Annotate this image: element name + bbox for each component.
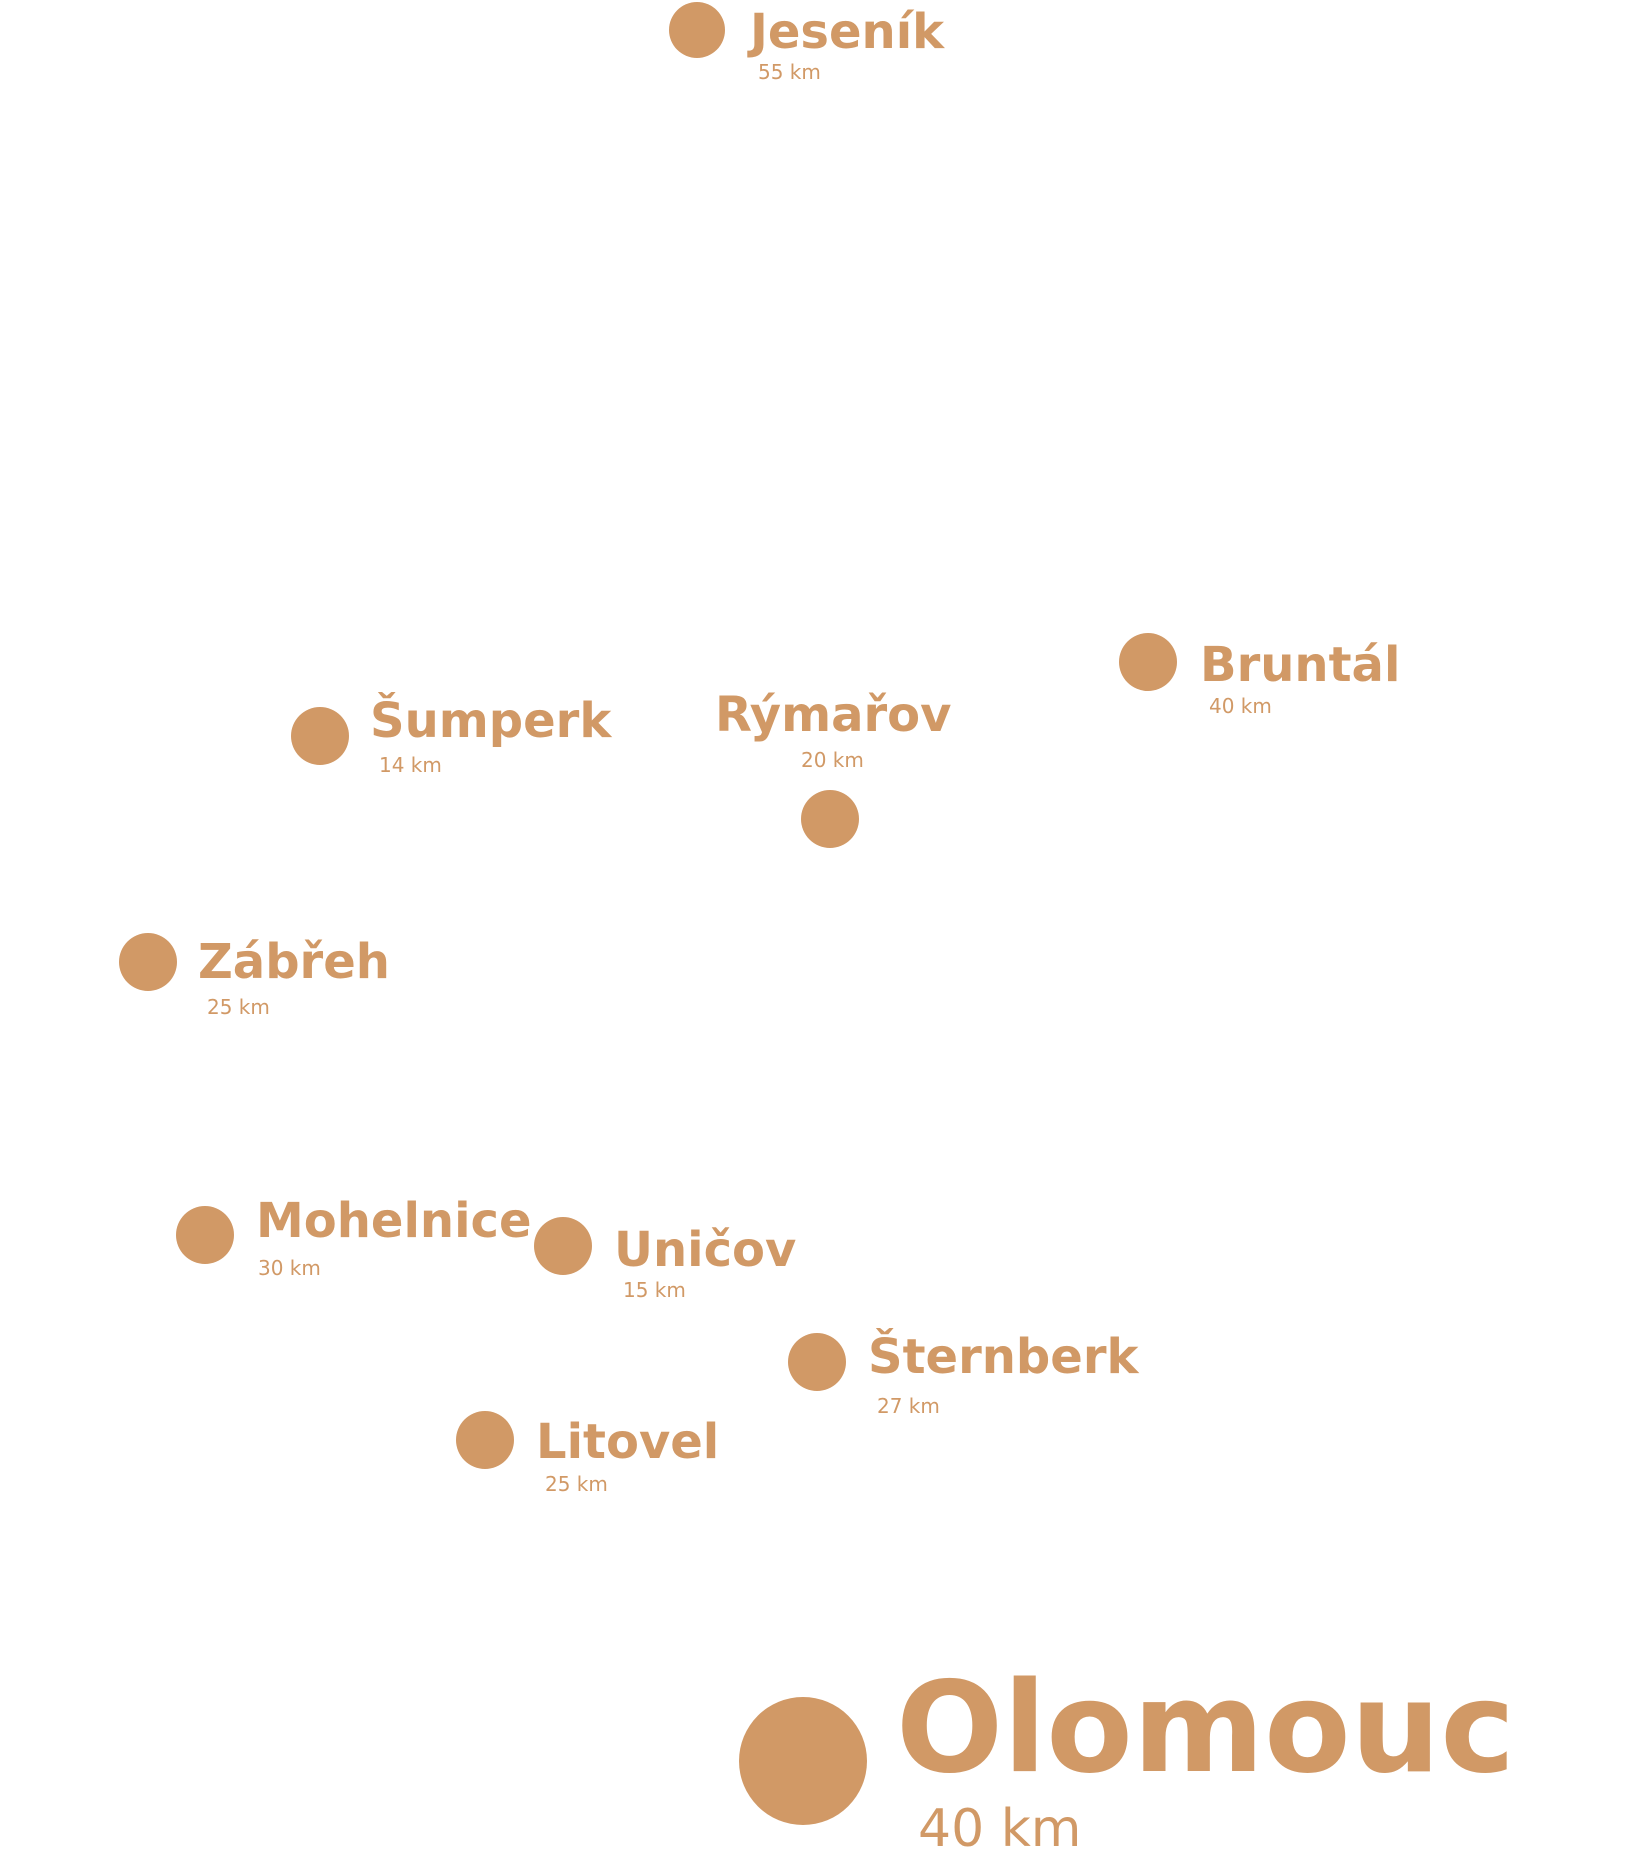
town-name-unicov: Uničov bbox=[614, 1222, 797, 1278]
town-distance-bruntal: 40 km bbox=[1209, 694, 1272, 718]
town-name-bruntal: Bruntál bbox=[1200, 637, 1401, 693]
town-marker-bruntal[interactable] bbox=[1119, 633, 1177, 691]
town-distance-jesenik: 55 km bbox=[758, 60, 821, 84]
town-name-olomouc: Olomouc bbox=[896, 1654, 1516, 1801]
town-marker-jesenik[interactable] bbox=[669, 2, 725, 58]
town-distance-sumperk: 14 km bbox=[379, 753, 442, 777]
town-marker-olomouc[interactable] bbox=[739, 1697, 867, 1825]
town-marker-mohelnice[interactable] bbox=[176, 1206, 234, 1264]
town-name-mohelnice: Mohelnice bbox=[256, 1193, 532, 1249]
town-name-sternberk: Šternberk bbox=[868, 1329, 1139, 1385]
town-marker-zabreh[interactable] bbox=[119, 933, 177, 991]
town-distance-sternberk: 27 km bbox=[877, 1394, 940, 1418]
town-marker-unicov[interactable] bbox=[534, 1217, 592, 1275]
town-marker-litovel[interactable] bbox=[456, 1411, 514, 1469]
town-distance-mohelnice: 30 km bbox=[258, 1256, 321, 1280]
town-name-litovel: Litovel bbox=[536, 1414, 720, 1470]
town-name-sumperk: Šumperk bbox=[370, 693, 612, 749]
town-name-jesenik: Jeseník bbox=[750, 4, 945, 60]
town-distance-olomouc: 40 km bbox=[918, 1799, 1082, 1859]
town-distance-zabreh: 25 km bbox=[207, 995, 270, 1019]
town-name-zabreh: Zábřeh bbox=[198, 934, 390, 990]
town-distance-unicov: 15 km bbox=[623, 1278, 686, 1302]
town-name-rymarov: Rýmařov bbox=[715, 687, 952, 743]
town-marker-sternberk[interactable] bbox=[788, 1333, 846, 1391]
town-marker-sumperk[interactable] bbox=[291, 707, 349, 765]
town-distance-litovel: 25 km bbox=[545, 1472, 608, 1496]
town-marker-rymarov[interactable] bbox=[801, 790, 859, 848]
town-distance-rymarov: 20 km bbox=[801, 748, 864, 772]
